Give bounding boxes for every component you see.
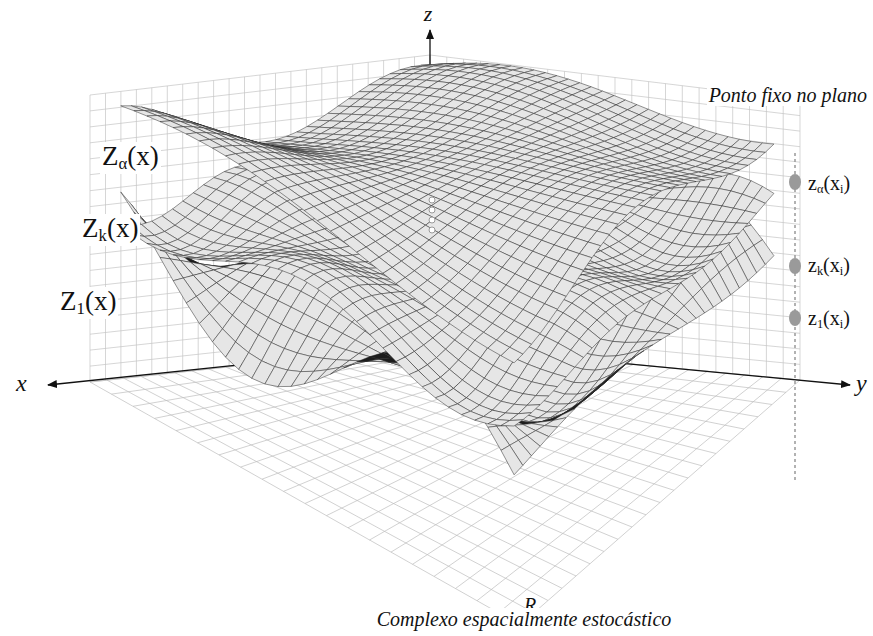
surface-cell [641, 339, 662, 350]
surface-cell [745, 198, 765, 213]
surface-cell [518, 405, 540, 414]
grid-line [90, 71, 430, 111]
grid-line [520, 380, 800, 625]
surface-cell [611, 358, 632, 374]
stochastic-surface [121, 142, 774, 474]
surface-cell [536, 385, 558, 396]
surface-cell [160, 250, 183, 255]
grid-line [430, 136, 800, 178]
surface-cell [147, 243, 170, 251]
surface-cell [173, 255, 196, 258]
grid-line [90, 382, 520, 625]
surface-cell [693, 259, 714, 270]
surface-cell [736, 211, 756, 224]
grid-line [456, 375, 745, 589]
surface-cell [545, 418, 567, 427]
surface-cell [317, 367, 340, 379]
stochastic-surface [121, 141, 774, 427]
grid-line [107, 380, 534, 613]
surface-cell [710, 243, 730, 255]
surface-cell [501, 420, 523, 426]
grid-line [90, 103, 430, 143]
surface-cell [658, 324, 679, 335]
surface-cell [571, 392, 592, 409]
grid-line [90, 136, 430, 175]
stochastic-surface [121, 63, 774, 363]
surface-cell [160, 258, 183, 281]
grid-line [430, 119, 800, 162]
surface-cell [702, 251, 722, 263]
surface-cell [527, 396, 549, 406]
grid-line [90, 55, 430, 95]
surface-cell [501, 445, 523, 475]
surface-cell [545, 373, 567, 386]
surface-cell [562, 400, 583, 415]
grid-line [90, 87, 430, 127]
surface-cell [728, 223, 748, 235]
surface-cell [510, 413, 532, 421]
grid-line [124, 378, 548, 600]
surface-cell [344, 361, 367, 368]
grid-line [499, 378, 782, 613]
grid-line [90, 184, 430, 223]
grid-line [477, 377, 763, 601]
surface-cell [488, 426, 510, 450]
surface-cell [620, 350, 641, 365]
surface-cell [667, 278, 688, 283]
surface-cell [590, 375, 611, 391]
